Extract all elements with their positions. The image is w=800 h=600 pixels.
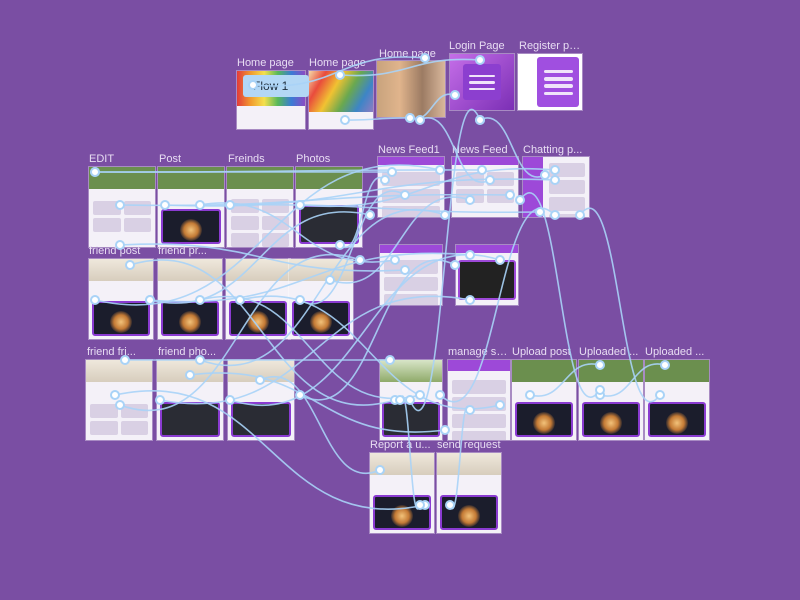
frame-manage-saved[interactable] xyxy=(448,360,510,440)
frame-label-manage: manage sa... xyxy=(448,346,508,358)
frame-uploaded-1[interactable] xyxy=(579,360,643,440)
frame-send-request[interactable] xyxy=(437,453,501,533)
frame-label-friend-pho: friend pho... xyxy=(158,346,217,358)
frame-feed-b[interactable] xyxy=(456,245,518,305)
frame-label-photos: Photos xyxy=(296,153,331,165)
frame-news-feed[interactable] xyxy=(452,157,518,217)
frame-message-a[interactable] xyxy=(380,360,442,440)
connection-handle xyxy=(295,390,305,400)
frame-label-request: send request xyxy=(437,439,501,451)
frame-label-freinds: Freinds xyxy=(228,153,265,165)
frame-label-uploaded-2: Uploaded ... xyxy=(645,346,705,358)
frame-label-home3: Home page xyxy=(379,48,436,60)
frame-register-page[interactable] xyxy=(518,54,582,110)
connection-handle xyxy=(415,115,425,125)
frame-label-chatting: Chatting p... xyxy=(523,144,583,156)
frame-photos[interactable] xyxy=(296,167,362,247)
frame-label-register: Register pa... xyxy=(519,40,583,52)
frame-news-feed-1[interactable] xyxy=(378,157,444,217)
frame-label-upload-post: Upload post xyxy=(512,346,571,358)
frame-label-home2: Home page xyxy=(309,57,366,69)
frame-report-user[interactable] xyxy=(370,453,434,533)
frame-uploaded-2[interactable] xyxy=(645,360,709,440)
connection-handle xyxy=(475,115,485,125)
flow-start-chip[interactable]: Flow 1 xyxy=(243,75,309,97)
frame-friend-friends[interactable] xyxy=(86,360,152,440)
frame-feed-a[interactable] xyxy=(380,245,442,305)
frame-friend-post[interactable] xyxy=(89,259,153,339)
frame-label-post: Post xyxy=(159,153,182,165)
frame-upload-post[interactable] xyxy=(512,360,576,440)
frame-friend-photos[interactable] xyxy=(157,360,223,440)
frame-label-home1: Home page xyxy=(237,57,294,69)
frame-label-login: Login Page xyxy=(449,40,505,52)
frame-chatting-page[interactable] xyxy=(523,157,589,217)
connection-handle xyxy=(365,210,375,220)
connection-handle xyxy=(475,115,485,125)
frame-label-newsfeed1: News Feed1 xyxy=(378,144,440,156)
frame-friend-3[interactable] xyxy=(226,259,290,339)
frame-friend-4[interactable] xyxy=(289,259,353,339)
frame-label-friend-fri: friend fri... xyxy=(87,346,136,358)
frame-label-edit: EDIT xyxy=(89,153,115,165)
frame-post[interactable] xyxy=(158,167,224,247)
frame-label-report: Report a u... xyxy=(370,439,431,451)
frame-home-page-2[interactable] xyxy=(309,71,373,129)
frame-label-friend-pr: friend pr... xyxy=(158,245,207,257)
frame-friend-profile[interactable] xyxy=(158,259,222,339)
frame-friend-7[interactable] xyxy=(228,360,294,440)
frame-label-newsfeed: News Feed xyxy=(452,144,508,156)
frame-freinds[interactable] xyxy=(227,167,293,247)
frame-home-page-3[interactable] xyxy=(377,61,445,117)
frame-edit[interactable] xyxy=(89,167,155,247)
connection-handle xyxy=(355,255,365,265)
frame-label-friend-post: friend post xyxy=(89,245,141,257)
frame-label-uploaded-1: Uploaded ... xyxy=(579,346,639,358)
frame-login-page[interactable] xyxy=(450,54,514,110)
